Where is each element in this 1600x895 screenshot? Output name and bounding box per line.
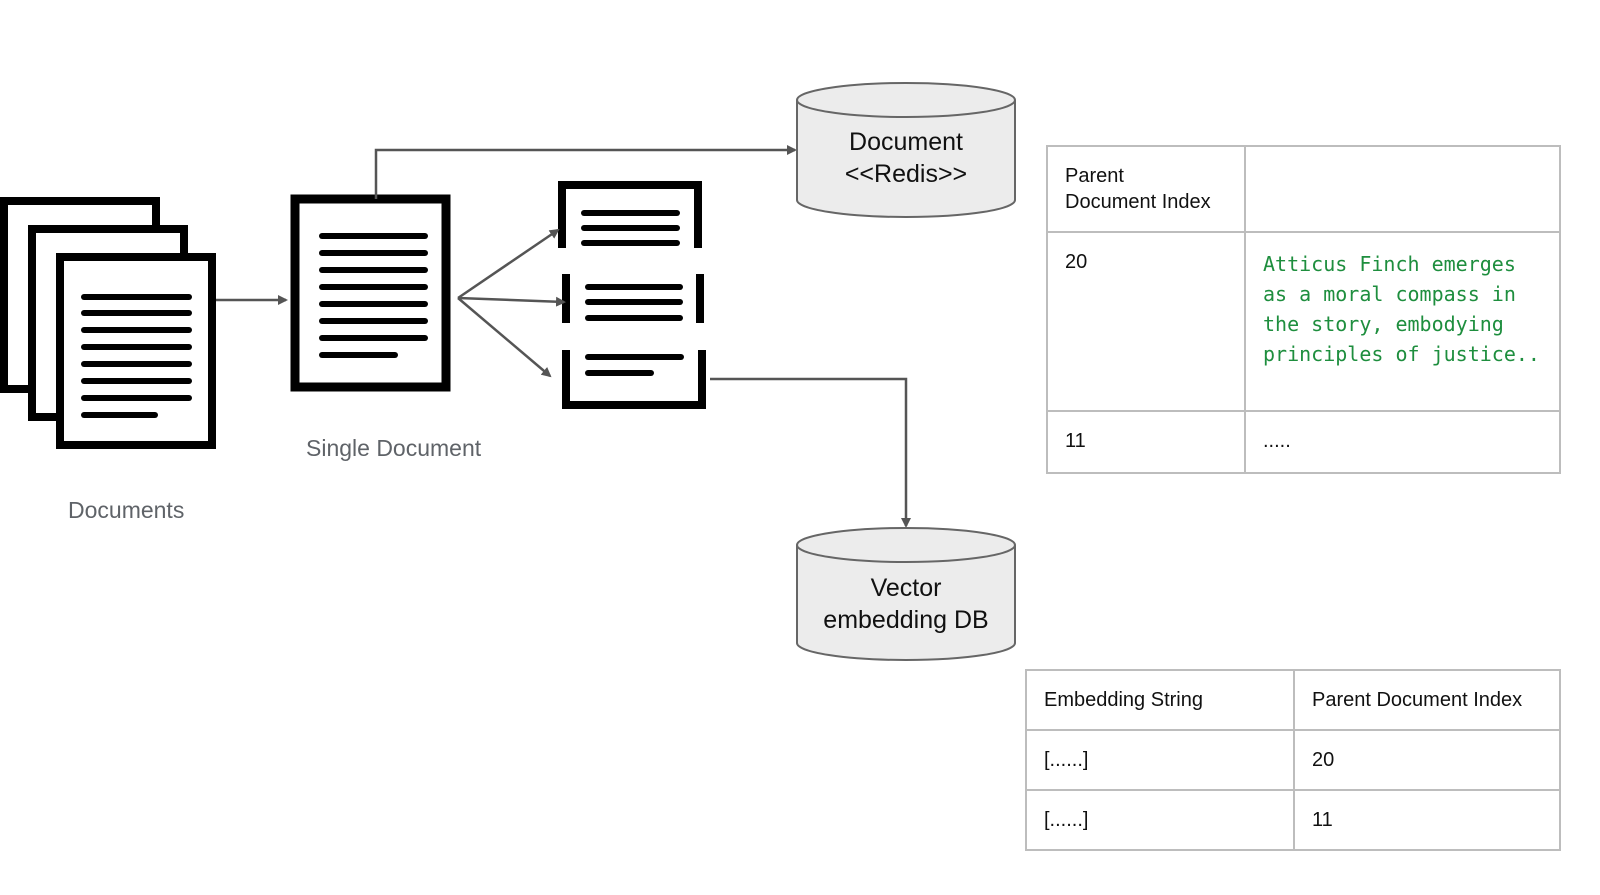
arrow-split-to-chunk-3: [457, 297, 552, 378]
documents-caption: Documents: [68, 497, 185, 523]
parent-index-header: Parent Document Index: [1312, 689, 1523, 711]
vector-db-label: Vector embedding DB: [797, 572, 1015, 636]
document-content-cell: Atticus Finch emerges as a moral compass…: [1263, 252, 1540, 366]
content-header: [1246, 147, 1559, 179]
documents-stack-icon: [0, 197, 216, 449]
chunk-icon-2: [562, 274, 704, 323]
embedding-string-cell: [......]: [1044, 749, 1089, 771]
embedding-string-header: Embedding String: [1044, 689, 1203, 711]
embedding-table: Embedding String Parent Document Index […: [1025, 669, 1561, 851]
vector-db-title: Vector: [870, 574, 942, 602]
parent-index-cell: 20: [1065, 251, 1088, 273]
document-content-cell: .....: [1263, 430, 1291, 452]
single-document-caption: Single Document: [306, 435, 482, 461]
redis-db-icon: [796, 82, 1016, 218]
arrow-split-to-chunk-2: [457, 296, 566, 307]
arrow-chunks-to-vector-db: [710, 377, 911, 528]
parent-index-cell: 20: [1312, 749, 1335, 771]
table-row: 20 Atticus Finch emerges as a moral comp…: [1046, 231, 1561, 412]
table-header-row: Embedding String Parent Document Index: [1025, 669, 1561, 731]
redis-db-title: Document: [849, 128, 963, 156]
parent-document-table: Parent Document Index 20 Atticus Finch e…: [1046, 145, 1561, 474]
chunk-icon-1: [558, 181, 702, 248]
table-row: 11 .....: [1046, 410, 1561, 474]
parent-index-cell: 11: [1065, 430, 1086, 452]
chunk-icon-3: [562, 350, 706, 409]
table-header-row: Parent Document Index: [1046, 145, 1561, 233]
parent-index-cell: 11: [1312, 809, 1333, 831]
vector-db-icon: [796, 527, 1016, 661]
redis-db-subtitle: <<Redis>>: [844, 160, 968, 188]
vector-db-subtitle: embedding DB: [823, 606, 989, 634]
single-document-icon: [290, 194, 451, 392]
embedding-string-cell: [......]: [1044, 809, 1089, 831]
parent-index-header: Parent Document Index: [1065, 165, 1211, 213]
table-row: [......] 20: [1025, 729, 1561, 791]
table-row: [......] 11: [1025, 789, 1561, 851]
redis-db-label: Document <<Redis>>: [797, 126, 1015, 190]
arrow-split-to-chunk-1: [457, 228, 560, 300]
arrow-single-to-redis: [374, 145, 797, 199]
